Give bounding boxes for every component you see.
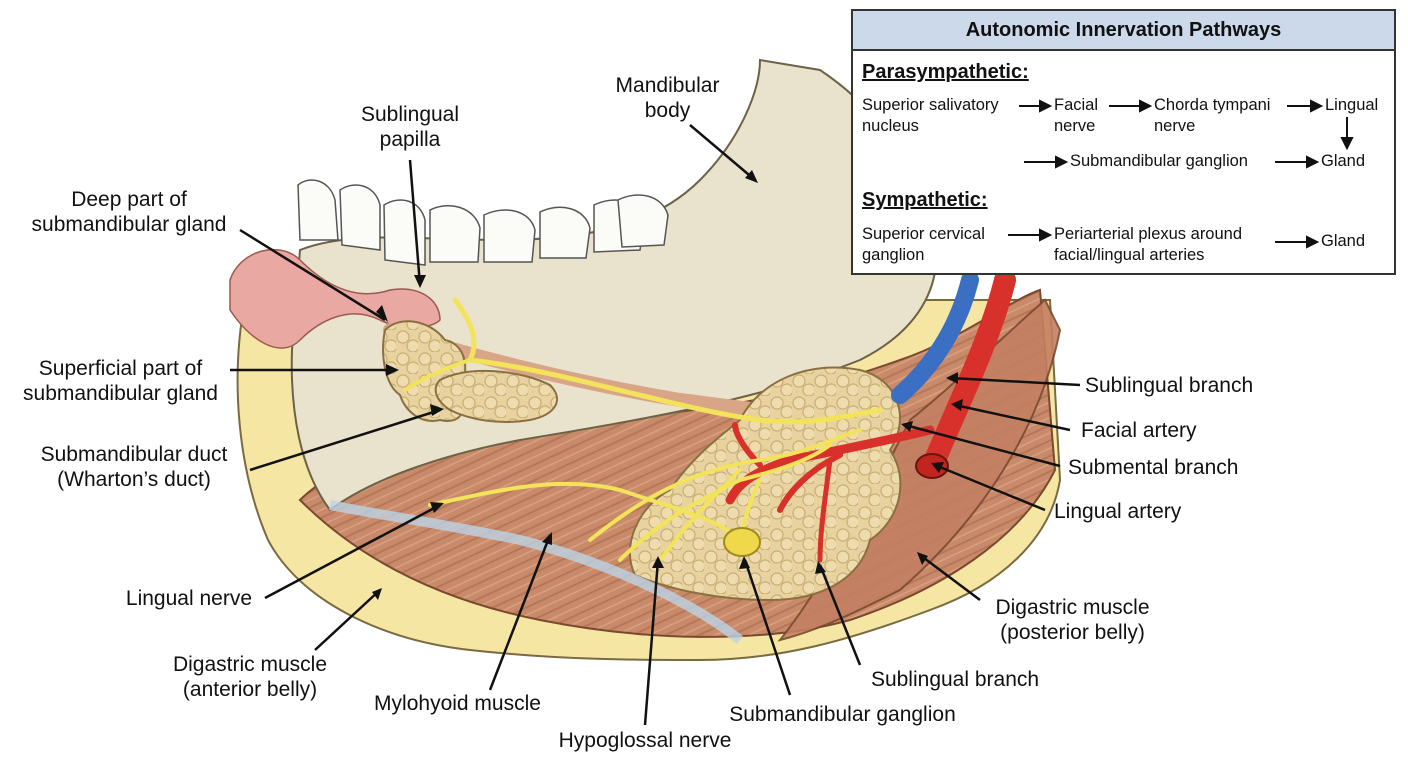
label-submental-branch: Submental branch	[1068, 456, 1239, 479]
superficial-gland-lobe	[434, 370, 559, 423]
leader-ganglion	[743, 559, 792, 696]
autonomic-pathways-panel: Autonomic Innervation Pathways Parasympa…	[851, 9, 1396, 275]
leader-lingual-nerve	[264, 503, 441, 600]
para-step-lingual: Lingual	[1325, 96, 1379, 114]
label-facial-artery: Facial artery	[1081, 419, 1197, 442]
label-lingual-artery: Lingual artery	[1054, 500, 1182, 523]
leader-mylohyoid	[488, 534, 552, 691]
leader-submental	[904, 423, 1061, 468]
submandibular-gland-main	[629, 366, 902, 602]
label-digastric-posterior: Digastric muscle(posterior belly)	[995, 596, 1150, 644]
leader-duct	[249, 408, 441, 472]
submandibular-ganglion-shape	[723, 527, 761, 557]
lingual-nerve-shape	[452, 297, 883, 425]
lingual-nerve-lower	[428, 481, 742, 542]
label-hypoglossal: Hypoglossal nerve	[558, 729, 732, 752]
leader-digastric-posterior	[919, 554, 981, 601]
hypoglossal-nerve-shape	[618, 443, 832, 562]
label-lingual-nerve: Lingual nerve	[125, 587, 252, 610]
symp-step-gland: Gland	[1321, 232, 1366, 250]
teeth	[297, 179, 669, 266]
artery-main-shape	[924, 269, 1016, 471]
leader-sublingual-papilla	[408, 159, 422, 286]
label-sublingual-branch-lower: Sublingual branch	[870, 668, 1040, 691]
leader-sublingual-lower	[818, 564, 862, 666]
leader-lingual-artery	[934, 463, 1046, 512]
vein-shape	[891, 271, 979, 404]
leader-digastric-anterior	[314, 589, 381, 651]
parasympathetic-heading: Parasympathetic:	[862, 61, 1029, 83]
para-step-gland: Gland	[1321, 152, 1366, 170]
leader-deep-part	[239, 228, 386, 322]
label-sublingual-branch-upper: Sublingual branch	[1085, 374, 1254, 397]
sympathetic-heading: Sympathetic:	[862, 189, 988, 211]
pathways-title: Autonomic Innervation Pathways	[853, 11, 1394, 51]
leader-facial-artery	[954, 403, 1071, 432]
leader-hypoglossal	[643, 559, 660, 726]
facial-artery-branch	[725, 425, 935, 505]
leader-mandibular-body	[689, 124, 756, 181]
label-submandibular-ganglion: Submandibular ganglion	[729, 703, 956, 726]
para-step-submandibular-ganglion: Submandibular ganglion	[1070, 152, 1248, 170]
label-mylohyoid: Mylohyoid muscle	[374, 692, 541, 715]
leader-sublingual-upper	[949, 376, 1081, 387]
sublingual-papilla-shape	[229, 248, 441, 349]
label-digastric-anterior: Digastric muscle(anterior belly)	[172, 653, 328, 701]
artery-cut-end	[915, 453, 949, 479]
fascia-strip	[329, 500, 744, 644]
artery-small-branch	[817, 457, 833, 563]
label-submandibular-duct: Submandibular duct(Wharton’s duct)	[40, 443, 228, 491]
